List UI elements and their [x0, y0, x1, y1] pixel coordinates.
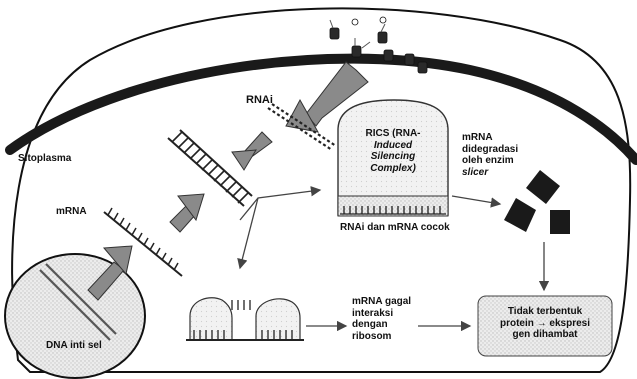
rics-label: RICS (RNA- Induced Silencing Complex)	[340, 128, 446, 174]
dna-inti-sel-label: DNA inti sel	[46, 340, 102, 352]
rics-line-2: Induced	[340, 140, 446, 152]
rics-line-1: RICS (RNA-	[340, 128, 446, 140]
gagal-label: mRNA gagal interaksi dengan ribosom	[352, 296, 422, 342]
hasil-line-1: Tidak terbentuk	[480, 306, 610, 318]
degradasi-line-1: mRNA	[462, 132, 538, 144]
gagal-line-2: interaksi	[352, 308, 422, 320]
hasil-line-3: gen dihambat	[480, 329, 610, 341]
gagal-line-1: mRNA gagal	[352, 296, 422, 308]
rnai-label: RNAi	[246, 94, 273, 107]
hasil-label: Tidak terbentuk protein → ekspresi gen d…	[480, 306, 610, 341]
rics-line-3: Silencing	[340, 151, 446, 163]
sitoplasma-label: Sitoplasma	[18, 153, 71, 165]
degradasi-line-3: oleh enzim	[462, 155, 538, 167]
hasil-line-2: protein → ekspresi	[480, 318, 610, 330]
mrna-label: mRNA	[56, 206, 87, 218]
gagal-line-4: ribosom	[352, 331, 422, 343]
degradasi-line-4: slicer	[462, 167, 538, 179]
degradasi-line-2: didegradasi	[462, 144, 538, 156]
nucleus	[5, 254, 145, 378]
rics-line-4: Complex)	[340, 163, 446, 175]
gagal-line-3: dengan	[352, 319, 422, 331]
degradasi-label: mRNA didegradasi oleh enzim slicer	[462, 132, 538, 178]
rnai-mrna-cocok-label: RNAi dan mRNA cocok	[340, 222, 450, 234]
